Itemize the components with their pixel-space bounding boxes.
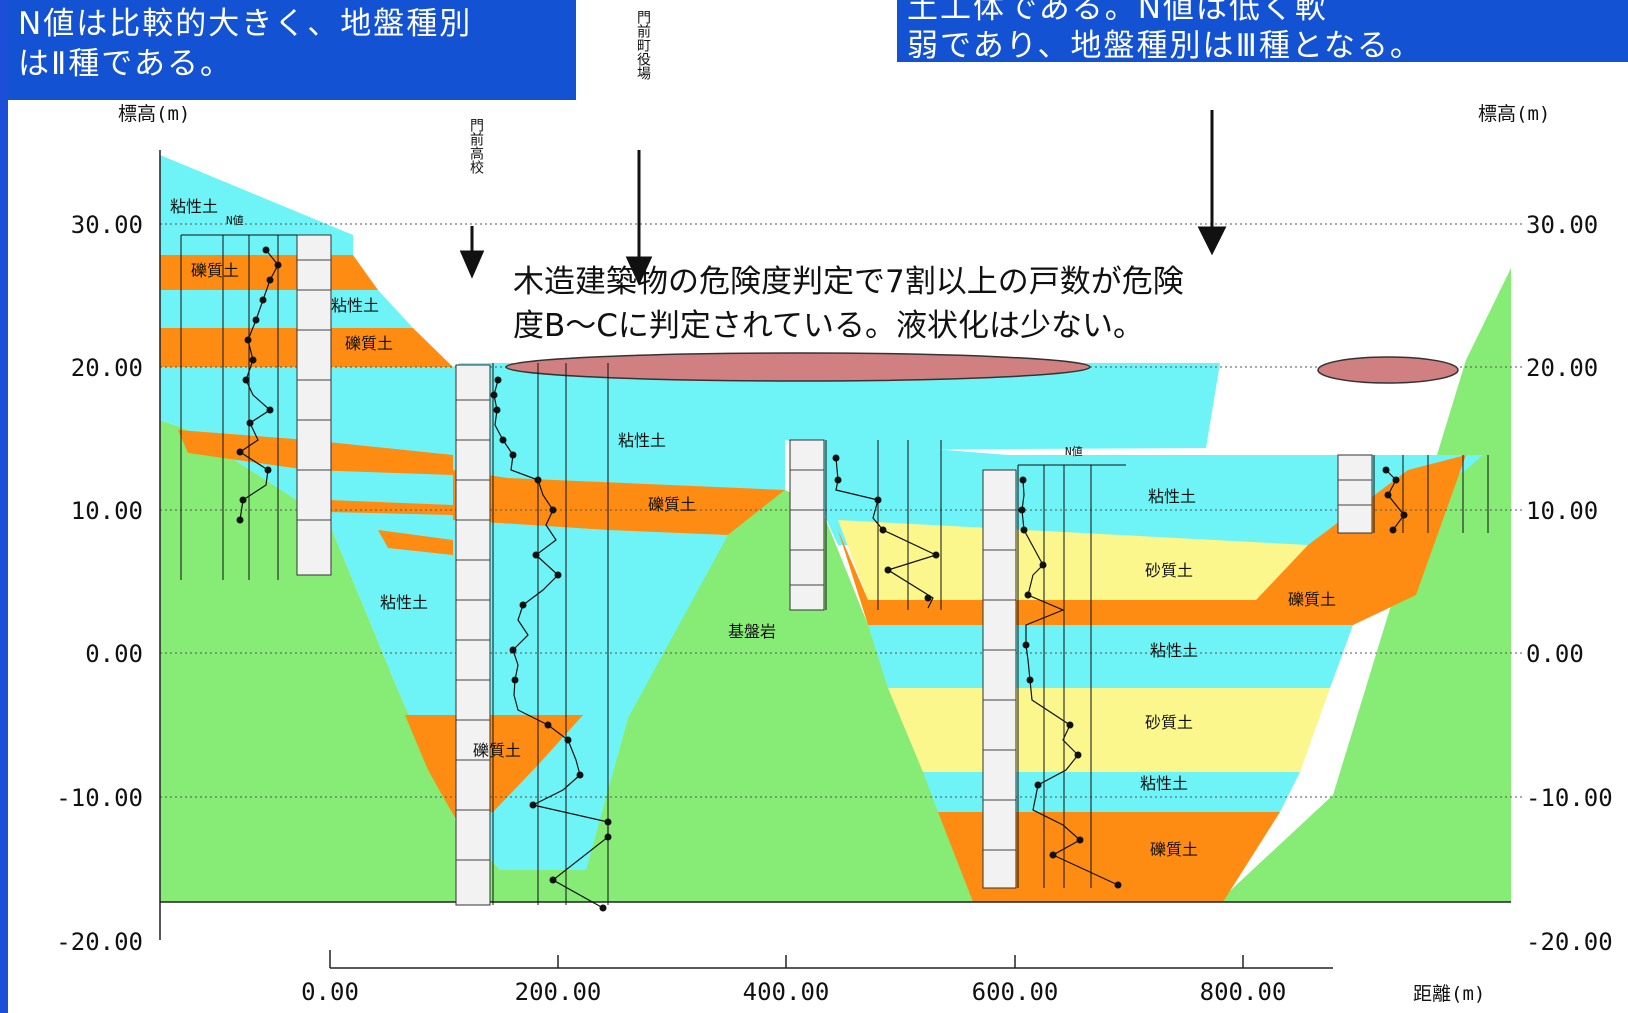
clay-layer-right-3 (923, 772, 1300, 812)
right-axis-title: 標高(m) (1478, 103, 1550, 125)
n-value-points (236, 246, 1408, 912)
svg-text:600.00: 600.00 (972, 978, 1059, 1006)
label-gravel: 礫質土 (1150, 840, 1198, 859)
n-value-label: N値 (226, 214, 244, 227)
callout-left-line-1: N値は比較的大きく、地盤種別 (18, 6, 473, 42)
bedrock-hill (586, 490, 973, 902)
callout-right-line-1: 土工体である。N値は低く軟 (907, 0, 1328, 26)
svg-text:20.00: 20.00 (1526, 354, 1598, 382)
svg-text:10.00: 10.00 (1526, 497, 1598, 525)
figure-panel: 標高(m) 標高(m) 距離(m) 30.00 20.00 10.00 0.00… (8, 0, 1628, 1013)
label-clay: 粘性土 (380, 593, 428, 612)
right-y-tick-labels: 30.00 20.00 10.00 0.00 -10.00 -20.00 (1526, 211, 1613, 956)
label-clay: 粘性土 (1150, 641, 1198, 660)
svg-text:400.00: 400.00 (743, 978, 830, 1006)
left-y-tick-labels: 30.00 20.00 10.00 0.00 -10.00 -20.00 (56, 211, 143, 956)
label-gravel: 礫質土 (1288, 590, 1336, 609)
svg-text:-20.00: -20.00 (56, 928, 143, 956)
damage-annotation-line-1: 木造建築物の危険度判定で7割以上の戸数が危険 (513, 264, 1184, 300)
label-sand: 砂質土 (1145, 561, 1193, 580)
clay-layer-right-2 (868, 625, 1353, 688)
gravel-layer-right-bottom (938, 812, 1280, 902)
svg-text:0.00: 0.00 (301, 978, 359, 1006)
layer-labels: 粘性土 礫質土 粘性土 礫質土 粘性土 礫質土 粘性土 基盤岩 礫質土 粘性土 … (170, 197, 1336, 859)
borehole-label-town-office: 門前町役場 (635, 10, 651, 80)
clay-layer-top-left (160, 155, 353, 255)
borehole-arrows (459, 110, 1227, 286)
label-gravel: 礫質土 (473, 741, 521, 760)
svg-text:10.00: 10.00 (71, 497, 143, 525)
damage-annotation: 木造建築物の危険度判定で7割以上の戸数が危険 度B〜Cに判定されている。液状化は… (513, 260, 1184, 348)
borehole-label-high-school: 門前高校 (468, 118, 484, 174)
damage-annotation-line-2: 度B〜Cに判定されている。液状化は少ない。 (513, 308, 1144, 344)
svg-text:30.00: 30.00 (1526, 211, 1598, 239)
callout-right: 土工体である。N値は低く軟 弱であり、地盤種別はⅢ種となる。 (897, 0, 1628, 64)
svg-text:-20.00: -20.00 (1526, 928, 1613, 956)
sand-layer-right-1 (838, 520, 1308, 600)
svg-text:-10.00: -10.00 (56, 784, 143, 812)
label-gravel: 礫質土 (191, 261, 239, 280)
svg-text:20.00: 20.00 (71, 354, 143, 382)
damage-ellipse-left (505, 352, 1091, 382)
label-clay: 粘性土 (1140, 774, 1188, 793)
label-gravel: 礫質土 (648, 495, 696, 514)
svg-text:800.00: 800.00 (1200, 978, 1287, 1006)
label-clay: 粘性土 (1148, 487, 1196, 506)
label-sand: 砂質土 (1145, 713, 1193, 732)
borehole-hatching (297, 259, 1372, 861)
x-tick-labels: 0.00 200.00 400.00 600.00 800.00 (301, 978, 1286, 1006)
callout-right-line-2: 弱であり、地盤種別はⅢ種となる。 (907, 28, 1423, 64)
damage-ellipse-right (1317, 356, 1459, 384)
gravel-layer-right-1 (838, 455, 1466, 625)
n-value-graph-frames (180, 234, 1489, 905)
borehole-columns (296, 234, 1373, 906)
sand-layer-right-2 (888, 688, 1330, 772)
gravel-streak-left-3 (378, 530, 453, 555)
label-bedrock: 基盤岩 (728, 622, 776, 641)
callout-left-line-2: はⅡ種である。 (18, 46, 233, 82)
n-value-label: N値 (1065, 445, 1083, 458)
callout-left: N値は比較的大きく、地盤種別 はⅡ種である。 (8, 0, 576, 100)
gravel-streak-left-2 (328, 500, 453, 515)
svg-text:200.00: 200.00 (515, 978, 602, 1006)
label-gravel: 礫質土 (345, 334, 393, 353)
svg-text:0.00: 0.00 (85, 640, 143, 668)
geologic-cross-section: 標高(m) 標高(m) 距離(m) 30.00 20.00 10.00 0.00… (56, 10, 1613, 1006)
svg-text:0.00: 0.00 (1526, 640, 1584, 668)
svg-text:-10.00: -10.00 (1526, 784, 1613, 812)
gravel-streak-mid (453, 470, 785, 535)
label-clay: 粘性土 (331, 296, 379, 315)
svg-text:30.00: 30.00 (71, 211, 143, 239)
label-clay: 粘性土 (170, 197, 218, 216)
label-clay: 粘性土 (618, 431, 666, 450)
left-axis-title: 標高(m) (118, 103, 190, 125)
x-axis-title: 距離(m) (1413, 983, 1485, 1005)
